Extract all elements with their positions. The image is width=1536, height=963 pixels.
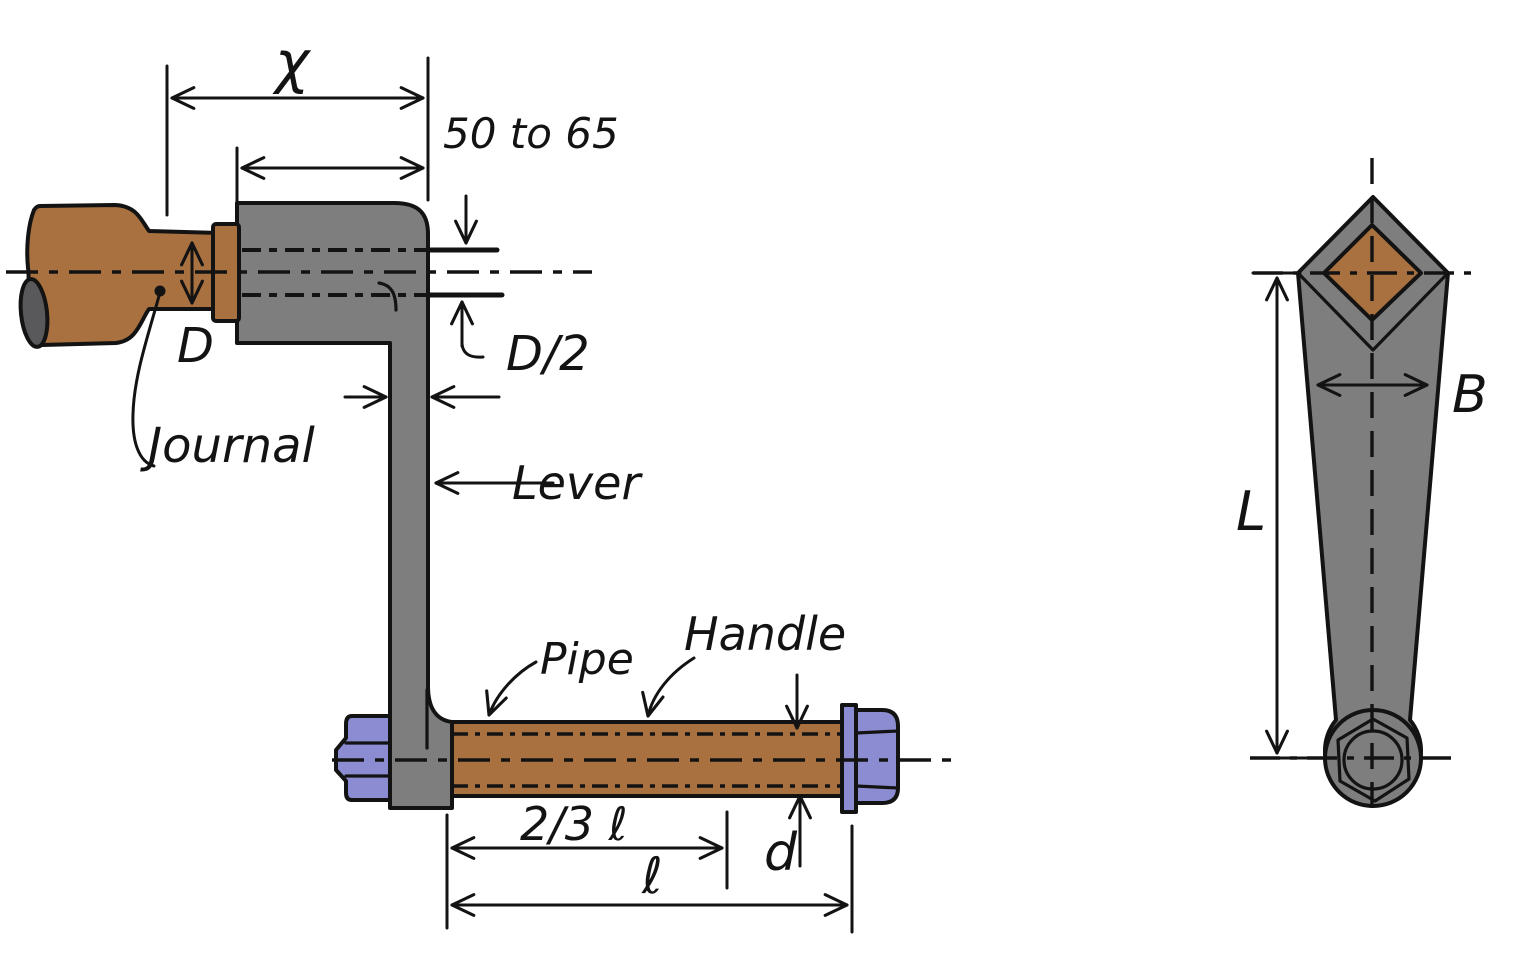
dim-lever-length: L bbox=[1236, 276, 1289, 755]
dim-lever-width: B bbox=[1316, 365, 1488, 425]
journal-label: Journal bbox=[140, 418, 316, 474]
pipe-label: Pipe bbox=[540, 634, 634, 685]
front-diamond-lower-edges bbox=[1296, 271, 1450, 352]
leader-arrow bbox=[641, 656, 696, 718]
leader-line bbox=[131, 294, 161, 468]
journal-dot bbox=[154, 285, 166, 297]
dim-boss-length-label: 50 to 65 bbox=[443, 109, 619, 158]
dim-journal-diameter: D bbox=[177, 241, 214, 374]
journal-callout: Journal bbox=[131, 294, 316, 474]
front-view: L B bbox=[1236, 158, 1488, 818]
right-hex-nut-facet-top bbox=[854, 729, 900, 735]
dim-journal-diameter-label: D bbox=[177, 318, 214, 374]
dim-crank-length-label: χ bbox=[272, 28, 312, 96]
leader-arrow bbox=[485, 660, 538, 717]
dim-handle-diameter-label: d bbox=[764, 823, 798, 883]
handle-callout: Handle bbox=[641, 607, 846, 730]
left-hex-nut bbox=[334, 714, 392, 802]
dim-two-thirds-length: 2/3 ℓ bbox=[445, 797, 729, 930]
arrow-foot bbox=[460, 342, 485, 359]
boss-fillet-hook bbox=[377, 281, 398, 312]
pipe-callout: Pipe bbox=[485, 634, 634, 717]
dim-two-thirds-length-label: 2/3 ℓ bbox=[520, 797, 628, 851]
dim-half-diameter-label: D/2 bbox=[506, 326, 590, 382]
dim-handle-length-label: ℓ bbox=[641, 847, 663, 905]
right-hex-nut-facet-bottom bbox=[854, 784, 900, 790]
lever-callout: Lever bbox=[434, 456, 643, 510]
side-view: χ 50 to 65 D D/2 Journal bbox=[6, 28, 958, 934]
dim-lever-length-label: L bbox=[1236, 480, 1266, 543]
dim-lever-width-label: B bbox=[1452, 365, 1488, 425]
dim-boss-length: 50 to 65 bbox=[235, 109, 619, 204]
dim-handle-diameter: d bbox=[764, 794, 812, 883]
shaft-end-face bbox=[18, 277, 50, 349]
dim-crank-length: χ bbox=[165, 28, 430, 217]
dim-half-diameter: D/2 bbox=[427, 194, 590, 382]
dim-handle-length: ℓ bbox=[450, 824, 854, 934]
front-hex-nut bbox=[1336, 717, 1411, 803]
handle-label: Handle bbox=[684, 607, 846, 661]
lever-label: Lever bbox=[512, 456, 643, 510]
